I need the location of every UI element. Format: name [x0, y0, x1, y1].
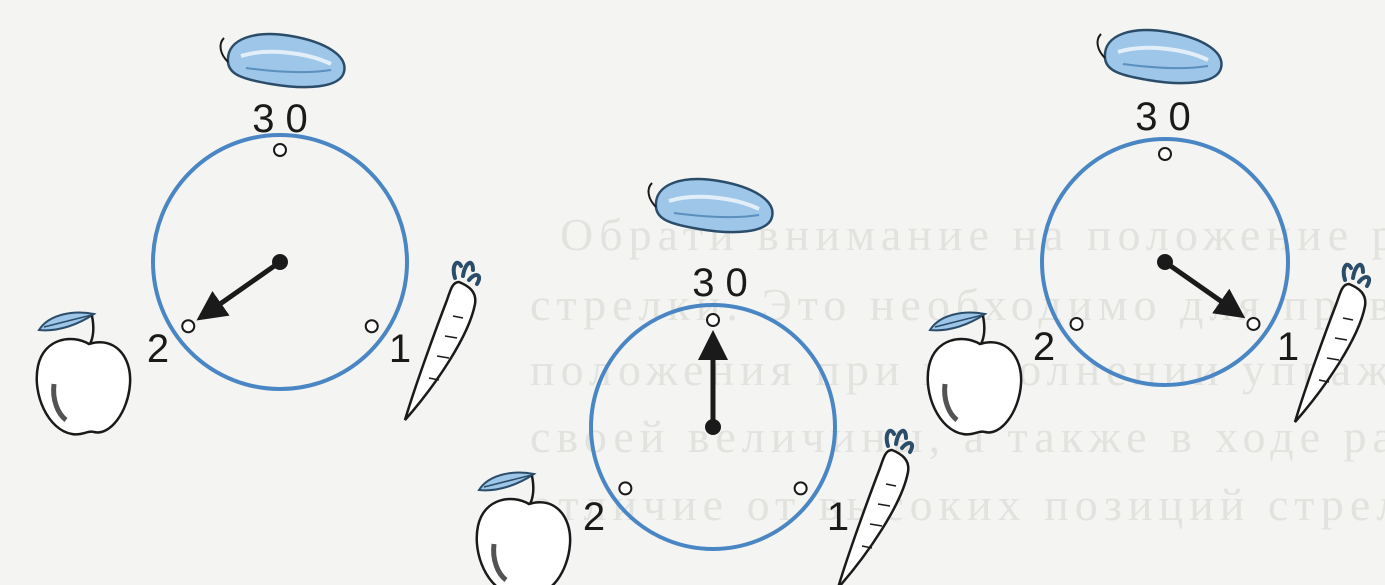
position-label: 1 [827, 495, 849, 539]
position-label: 2 [1033, 325, 1055, 369]
position-marker [182, 320, 194, 332]
position-marker [1247, 318, 1259, 330]
pointer-pivot [705, 419, 721, 435]
position-label: 2 [147, 327, 169, 371]
pointer-pivot [272, 254, 288, 270]
position-marker [619, 482, 631, 494]
position-label: 3 0 [252, 97, 308, 141]
pointer-hand [209, 262, 280, 312]
position-label: 1 [389, 327, 411, 371]
dial: 3 0 1 2 [37, 34, 479, 434]
background-text-line: отличие от высоких позиций стрелки миним [530, 479, 1385, 530]
apple-icon [928, 313, 1021, 435]
cucumber-icon [1098, 30, 1222, 83]
apple-icon [37, 313, 130, 435]
cucumber-icon [221, 34, 345, 87]
position-marker [274, 144, 286, 156]
position-label: 2 [583, 495, 605, 539]
position-marker [1071, 318, 1083, 330]
position-label: 3 0 [692, 261, 748, 305]
position-marker [366, 320, 378, 332]
carrot-icon [405, 263, 479, 420]
position-label: 1 [1277, 325, 1299, 369]
position-marker [1159, 148, 1171, 160]
pointer-pivot [1157, 254, 1173, 270]
position-label: 3 0 [1135, 95, 1191, 139]
position-marker [795, 482, 807, 494]
position-marker [707, 314, 719, 326]
